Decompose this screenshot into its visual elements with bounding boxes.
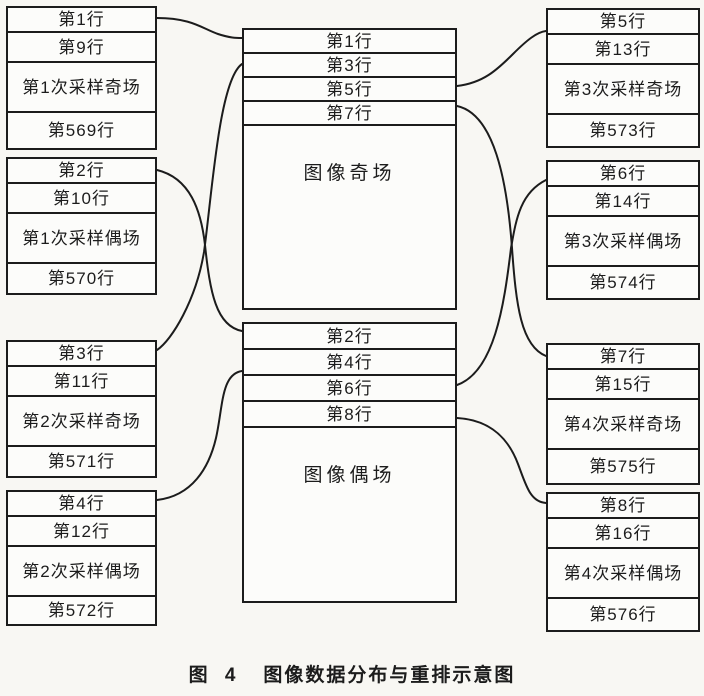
row-label: 第4行 [8,492,155,517]
connector-left2-to-even-row2 [156,169,243,332]
field-row-label: 第1行 [244,30,455,54]
even-field-box: 第2行 第4行 第6行 第8行 图像偶场 [242,322,457,603]
row-label: 第7行 [548,345,698,370]
connector-left4-to-even-row4 [156,370,243,501]
row-label: 第16行 [548,519,698,549]
row-label: 第571行 [47,452,116,471]
row-label: 第2次采样奇场 [8,397,155,447]
row-label: 第2行 [8,159,155,184]
row-label: 第574行 [589,273,657,292]
row-label: 第3行 [8,342,155,367]
connector-odd-row5-to-right1 [456,30,547,87]
row-label: 第1次采样奇场 [8,63,155,113]
connector-left3-to-odd-row3 [156,63,243,351]
row-label: 第10行 [8,184,155,214]
odd-field-label: 图像奇场 [303,163,396,184]
field-row-label: 第2行 [244,324,455,350]
field-row-label: 第5行 [244,78,455,102]
row-label: 第11行 [8,367,155,397]
sample-box-3-odd-field: 第5行 第13行 第3次采样奇场 第573行 [546,8,700,148]
row-label: 第575行 [589,457,657,476]
row-label: 第8行 [548,494,698,519]
field-row-label: 第4行 [244,350,455,376]
row-label: 第573行 [589,121,657,140]
row-label: 第12行 [8,517,155,547]
field-row-label: 第6行 [244,376,455,402]
row-label: 第13行 [548,35,698,65]
figure-title: 图像数据分布与重排示意图 [263,665,516,686]
row-label: 第6行 [548,162,698,187]
connector-even-row8-to-right4 [456,417,547,504]
figure-number: 图 4 [188,665,242,686]
row-label: 第4次采样奇场 [548,400,698,450]
connector-odd-row7-to-right3 [456,105,547,357]
row-label: 第1次采样偶场 [8,214,155,264]
row-label: 第572行 [47,601,116,620]
field-row-label: 第3行 [244,54,455,78]
connector-left1-to-odd-row1 [156,17,243,39]
row-label: 第4次采样偶场 [548,549,698,599]
row-label: 第576行 [589,605,657,624]
row-label: 第15行 [548,370,698,400]
sample-box-2-even-field: 第4行 第12行 第2次采样偶场 第572行 [6,490,157,626]
row-label: 第14行 [548,187,698,217]
connector-right2-to-even-row6 [456,179,547,386]
row-label: 第5行 [548,10,698,35]
row-label: 第3次采样偶场 [548,217,698,267]
field-row-label: 第8行 [244,402,455,428]
sample-box-1-even-field: 第2行 第10行 第1次采样偶场 第570行 [6,157,157,295]
sample-box-2-odd-field: 第3行 第11行 第2次采样奇场 第571行 [6,340,157,478]
field-row-label: 第7行 [244,102,455,126]
sample-box-1-odd-field: 第1行 第9行 第1次采样奇场 第569行 [6,6,157,150]
row-label: 第569行 [47,121,116,140]
row-label: 第1行 [8,8,155,33]
sample-box-4-odd-field: 第7行 第15行 第4次采样奇场 第575行 [546,343,700,485]
row-label: 第2次采样偶场 [8,547,155,597]
even-field-label: 图像偶场 [303,465,396,486]
row-label: 第9行 [8,33,155,63]
row-label: 第3次采样奇场 [548,65,698,115]
odd-field-box: 第1行 第3行 第5行 第7行 图像奇场 [242,28,457,310]
sample-box-3-even-field: 第6行 第14行 第3次采样偶场 第574行 [546,160,700,300]
row-label: 第570行 [47,269,116,288]
sample-box-4-even-field: 第8行 第16行 第4次采样偶场 第576行 [546,492,700,632]
figure-caption: 图 4 图像数据分布与重排示意图 [0,660,704,687]
